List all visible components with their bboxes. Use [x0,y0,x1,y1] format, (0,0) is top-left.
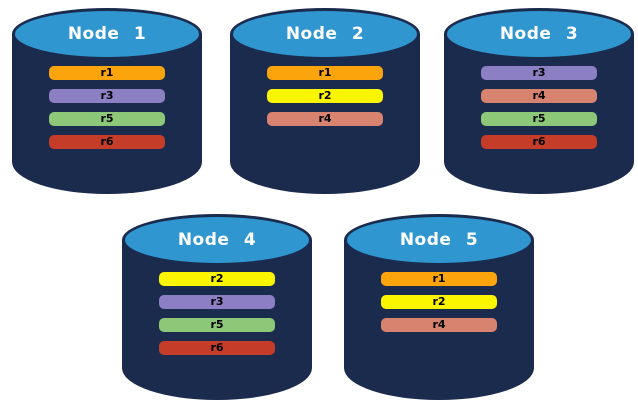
replica-bar-r4: r4 [381,318,497,332]
cylinder-top-ellipse: Node 3 [444,8,634,60]
replica-bar-r2: r2 [267,89,383,103]
replica-bar-r1: r1 [49,66,165,80]
node-label: Node 5 [399,230,479,250]
replica-label: r1 [432,272,446,285]
cylinder-top-ellipse: Node 4 [122,214,312,266]
replica-bar-r6: r6 [481,135,597,149]
replica-bar-r4: r4 [267,112,383,126]
node-label: Node 4 [177,230,257,250]
replica-label: r5 [100,112,114,125]
replica-label: r2 [432,295,446,308]
replica-list: r2 r3 r5 r6 [122,272,312,355]
replica-label: r6 [210,341,224,354]
node-cylinder-5: Node 5 r1 r2 r4 [344,214,534,400]
replica-bar-r3: r3 [49,89,165,103]
replica-bar-r3: r3 [159,295,275,309]
replica-label: r2 [318,89,332,102]
replica-list: r1 r3 r5 r6 [12,66,202,149]
replica-label: r2 [210,272,224,285]
cylinder-top-ellipse: Node 5 [344,214,534,266]
replica-bar-r4: r4 [481,89,597,103]
replica-bar-r5: r5 [481,112,597,126]
replica-bar-r6: r6 [159,341,275,355]
replica-label: r4 [532,89,546,102]
replica-label: r6 [532,135,546,148]
replica-bar-r2: r2 [381,295,497,309]
replica-label: r6 [100,135,114,148]
replica-label: r1 [100,66,114,79]
replica-bar-r1: r1 [267,66,383,80]
node-cylinder-2: Node 2 r1 r2 r4 [230,8,420,194]
replica-bar-r6: r6 [49,135,165,149]
node-label: Node 3 [499,24,579,44]
cylinder-top-ellipse: Node 1 [12,8,202,60]
replica-list: r3 r4 r5 r6 [444,66,634,149]
replica-bar-r2: r2 [159,272,275,286]
replica-bar-r3: r3 [481,66,597,80]
replica-label: r3 [210,295,224,308]
replica-list: r1 r2 r4 [230,66,420,126]
cylinder-top-ellipse: Node 2 [230,8,420,60]
replica-label: r4 [318,112,332,125]
node-label: Node 2 [285,24,365,44]
replica-bar-r5: r5 [159,318,275,332]
replica-label: r4 [432,318,446,331]
node-cylinder-1: Node 1 r1 r3 r5 r6 [12,8,202,194]
replica-label: r3 [532,66,546,79]
replica-label: r3 [100,89,114,102]
replica-label: r1 [318,66,332,79]
replica-label: r5 [532,112,546,125]
node-cylinder-3: Node 3 r3 r4 r5 r6 [444,8,634,194]
node-label: Node 1 [67,24,147,44]
replica-label: r5 [210,318,224,331]
replica-list: r1 r2 r4 [344,272,534,332]
replica-bar-r1: r1 [381,272,497,286]
node-cylinder-4: Node 4 r2 r3 r5 r6 [122,214,312,400]
replica-bar-r5: r5 [49,112,165,126]
